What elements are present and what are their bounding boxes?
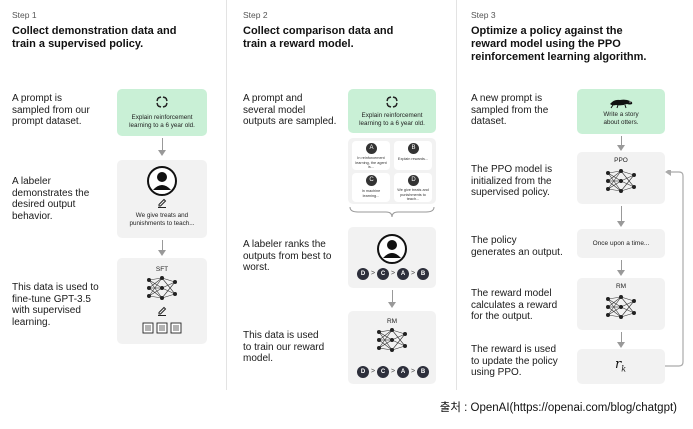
neural-network-icon: [606, 295, 636, 319]
step-2-column: Step 2 Collect comparison data and train…: [226, 0, 454, 390]
step-3-rm-box: RM: [577, 278, 665, 330]
step-1-prompt-text: Explain reinforcement learning to a 6 ye…: [129, 114, 195, 129]
output-d: D We give treats and punishments to teac…: [394, 173, 432, 202]
neural-network-icon: [147, 276, 177, 300]
output-b-badge: B: [408, 143, 419, 154]
arrow-down-icon: [158, 250, 166, 256]
arrow-down-icon: [617, 270, 625, 276]
brace-icon: [349, 206, 435, 218]
step-1-desc-1: A prompt is sampled from our prompt data…: [12, 93, 90, 127]
output-d-badge: D: [408, 175, 419, 186]
source-caption: 출처 : OpenAI(https://openai.com/blog/chat…: [439, 402, 677, 414]
rm-rank-gt-1: >: [371, 368, 376, 375]
step-3-desc-3: The policy generates an output.: [471, 235, 563, 258]
step-3-desc-5: The reward is used to update the policy …: [471, 344, 558, 378]
rm-label: RM: [386, 318, 398, 325]
rm-ranking-row: D > C > A > B: [357, 366, 429, 378]
step-3-reward-box: rk: [577, 349, 665, 384]
arrow-down-icon: [617, 221, 625, 227]
step-1-demonstration-text: We give treats and punishments to teach.…: [129, 212, 195, 227]
neural-network-icon: [606, 169, 636, 193]
rank-chip-2: C: [377, 268, 389, 280]
step-1-column: Step 1 Collect demonstration data and tr…: [0, 0, 224, 390]
rm-rank-gt-2: >: [391, 368, 396, 375]
step-1-demonstration-box: We give treats and punishments to teach.…: [117, 160, 207, 238]
step-3-output-text: Once upon a time...: [592, 240, 650, 247]
step-2-outputs-box: A In reinforcement learning, the agent i…: [348, 138, 436, 204]
step-3-prompt-text: Write a story about otters.: [603, 111, 639, 126]
rm-rank-gt-3: >: [411, 368, 416, 375]
recycle-icon: [386, 96, 398, 108]
step-2-desc-2: A labeler ranks the outputs from best to…: [243, 239, 332, 273]
pencil-icon: [158, 306, 167, 316]
feedback-loop-arrow: [665, 170, 684, 367]
step-1-desc-2: A labeler demonstrates the desired outpu…: [12, 176, 90, 222]
step-3-title: Optimize a policy against the reward mod…: [471, 25, 647, 63]
step-3-output-box: Once upon a time...: [577, 229, 665, 258]
output-c: C In machine learning...: [352, 173, 390, 202]
rm-rank-chip-1: D: [357, 366, 369, 378]
step-3-label: Step 3: [471, 10, 496, 20]
recycle-icon: [156, 96, 168, 108]
rm-rank-chip-3: A: [397, 366, 409, 378]
rm-rank-chip-2: C: [377, 366, 389, 378]
labeler-icon: [377, 234, 407, 264]
output-c-text: In machine learning...: [361, 189, 381, 198]
step-2-desc-1: A prompt and several model outputs are s…: [243, 93, 337, 127]
output-b-text: Explain rewards...: [397, 157, 429, 161]
step-3-column: Step 3 Optimize a policy against the rew…: [456, 0, 693, 390]
step-1-prompt-box: Explain reinforcement learning to a 6 ye…: [117, 89, 207, 136]
step-2-title: Collect comparison data and train a rewa…: [243, 25, 394, 50]
rank-chip-1: D: [357, 268, 369, 280]
rank-chip-3: A: [397, 268, 409, 280]
arrow-down-icon: [158, 150, 166, 156]
rank-gt-2: >: [391, 270, 396, 277]
rank-gt-1: >: [371, 270, 376, 277]
arrow-down-icon: [617, 342, 625, 348]
ranking-row: D > C > A > B: [357, 268, 429, 280]
step-2-prompt-text: Explain reinforcement learning to a 6 ye…: [359, 112, 425, 127]
ppo-label: PPO: [614, 157, 628, 164]
output-d-text: We give treats and punishments to teach.…: [397, 188, 429, 201]
step-3-ppo-box: PPO: [577, 152, 665, 204]
output-a: A In reinforcement learning, the agent i…: [352, 141, 390, 170]
labeler-icon: [147, 166, 177, 196]
step-2-desc-3: This data is used to train our reward mo…: [243, 330, 325, 364]
step-1-label: Step 1: [12, 10, 37, 20]
rank-chip-4: B: [417, 268, 429, 280]
output-a-badge: A: [366, 143, 377, 154]
step-3-desc-1: A new prompt is sampled from the dataset…: [471, 93, 549, 127]
rm-rank-chip-4: B: [417, 366, 429, 378]
output-a-text: In reinforcement learning, the agent is.…: [355, 156, 387, 169]
neural-network-icon: [377, 328, 407, 352]
step-2-rm-box: RM D > C > A > B: [348, 311, 436, 384]
reward-subscript: k: [621, 364, 627, 374]
step-3-desc-2: The PPO model is initialized from the su…: [471, 164, 553, 198]
otter-icon: [610, 99, 633, 109]
arrow-down-icon: [388, 302, 396, 308]
rank-gt-3: >: [411, 270, 416, 277]
step-3-prompt-box: Write a story about otters.: [577, 89, 665, 134]
step-2-prompt-box: Explain reinforcement learning to a 6 ye…: [348, 89, 436, 133]
reward-r: r: [615, 357, 622, 372]
step-3-desc-4: The reward model calculates a reward for…: [471, 288, 558, 322]
step-3-rm-label: RM: [615, 283, 627, 290]
documents-icon: [142, 322, 182, 334]
output-c-badge: C: [366, 175, 377, 186]
step-1-sft-box: SFT: [117, 258, 207, 344]
pencil-icon: [158, 198, 167, 208]
sft-label: SFT: [155, 266, 169, 273]
output-b: B Explain rewards...: [394, 141, 432, 170]
step-1-title: Collect demonstration data and train a s…: [12, 25, 177, 50]
arrow-down-icon: [617, 145, 625, 151]
step-1-desc-3: This data is used to fine-tune GPT-3.5 w…: [12, 282, 99, 328]
step-2-label: Step 2: [243, 10, 268, 20]
step-2-ranking-box: D > C > A > B: [348, 227, 436, 288]
reward-symbol: rk: [615, 357, 626, 374]
